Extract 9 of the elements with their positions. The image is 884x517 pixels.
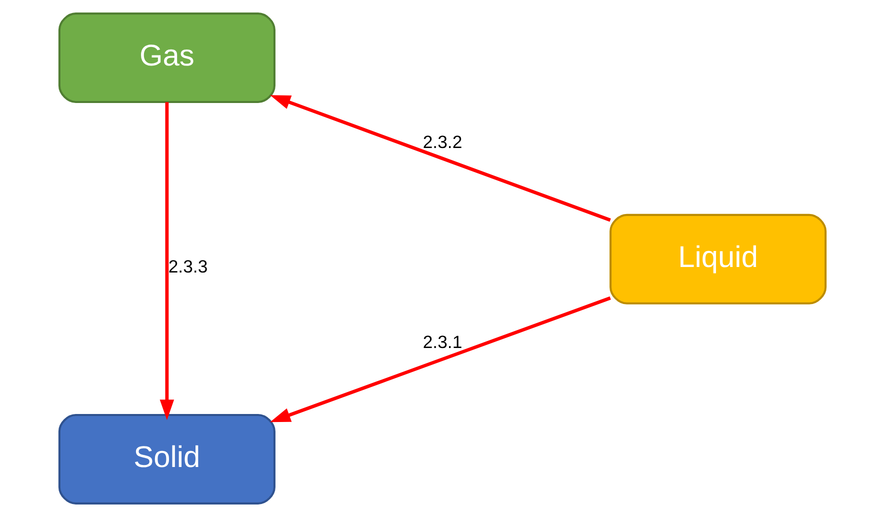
node-box: Liquid <box>609 214 826 304</box>
arrow <box>270 95 610 222</box>
arrow <box>270 296 610 422</box>
arrow <box>159 102 174 420</box>
node-box: Gas <box>58 12 275 104</box>
edge-label: 2.3.2 <box>422 132 462 152</box>
edge-label: 2.3.3 <box>168 256 208 277</box>
edge-label: 2.3.1 <box>422 332 462 352</box>
node-box: Solid <box>58 414 275 504</box>
